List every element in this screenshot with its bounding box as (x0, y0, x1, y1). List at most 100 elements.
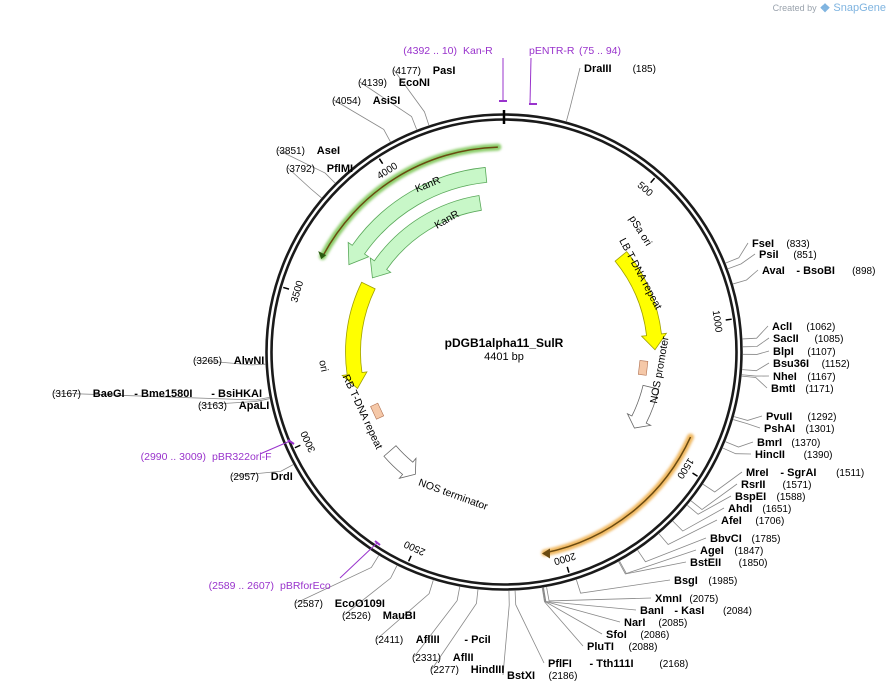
tick-label: 500 (635, 180, 655, 200)
primer-name: Kan-R (463, 45, 493, 57)
enzyme-position: (2526) (342, 611, 371, 622)
enzyme-name: BlpI (773, 346, 794, 358)
enzyme-name: BanI (640, 605, 664, 617)
enzyme-name: EcoO109I (335, 598, 385, 610)
enzyme-position: (1171) (805, 384, 833, 395)
enzyme-leader (702, 471, 743, 493)
enzyme-position: (1588) (777, 492, 806, 503)
enzyme-leader (53, 392, 270, 401)
enzyme-position: (851) (793, 250, 816, 261)
primer-range: (2990 .. 3009) (141, 451, 206, 463)
enzyme-name: AvaI (762, 265, 785, 277)
feature-arrow-nos-promoter (626, 384, 660, 429)
enzyme-name: PasI (433, 65, 456, 77)
primer-bar-pbr322 (287, 439, 295, 445)
enzyme-position: (2331) (412, 653, 441, 664)
enzyme-position: (1390) (804, 450, 833, 461)
feature-arrow-psa-ori (614, 251, 668, 351)
primer-leader (259, 440, 291, 455)
kanr-orf-arrowhead (318, 251, 327, 260)
enzyme-name: NarI (624, 617, 645, 629)
repeat-box (637, 360, 649, 376)
enzyme-name: AgeI (700, 545, 724, 557)
enzyme-position: (2086) (640, 630, 669, 641)
enzyme-name: MauBI (383, 610, 416, 622)
created-by-text: Created by (772, 3, 817, 13)
tick-label: 3500 (289, 279, 306, 304)
enzyme-position: (4054) (332, 96, 361, 107)
enzyme-position: (4177) (392, 66, 421, 77)
enzyme-position: (2085) (658, 618, 687, 629)
enzyme-leader (431, 589, 479, 670)
enzyme-name: BspEI (735, 491, 766, 503)
enzyme-leader (742, 362, 770, 372)
enzyme-position: (1847) (734, 546, 763, 557)
enzyme-leader (376, 580, 434, 640)
enzyme-name: HincII (755, 449, 785, 461)
orf-arc-glow (541, 433, 695, 557)
enzyme-name: PflFI (548, 658, 572, 670)
enzyme-name: HindIII (471, 664, 505, 676)
enzyme-leader (566, 67, 581, 122)
enzyme-leader (658, 519, 718, 546)
enzyme-name: BaeGI (93, 388, 125, 400)
enzyme-position: (2411) (375, 635, 403, 646)
tick-mark (566, 566, 570, 573)
feature-arrow-kanr (347, 167, 488, 266)
tick-label: 2500 (402, 538, 427, 557)
tick-mark (725, 318, 732, 321)
enzyme-leader (277, 149, 336, 184)
enzyme-leader (687, 495, 732, 515)
enzyme-position: (3265) (193, 356, 222, 367)
enzyme-leader (541, 587, 584, 647)
enzyme-position: (4139) (358, 78, 387, 89)
feature-label-nos-terminator: NOS terminator (417, 477, 490, 513)
enzyme-position: (2088) (629, 642, 658, 653)
enzyme-leader (725, 242, 749, 264)
enzyme-name: DraIII (584, 63, 612, 75)
enzyme-leader (199, 398, 270, 406)
kanr-orf-arc (321, 146, 498, 257)
primer-range: (2589 .. 2607) (209, 580, 274, 592)
enzyme-leader (359, 81, 418, 130)
enzyme-name: BstXI (507, 670, 535, 682)
enzyme-name: XmnI (655, 593, 682, 605)
enzyme-leader (618, 561, 687, 575)
primer-bar-pbrforeco (374, 540, 381, 546)
enzyme-position: (1292) (808, 412, 837, 423)
orf-arrowhead (541, 548, 550, 559)
enzyme-position: (1062) (806, 322, 835, 333)
primer-range: (4392 .. 10) (403, 45, 457, 57)
enzyme-position: (2277) (430, 665, 459, 676)
enzyme-leader (637, 537, 707, 563)
enzyme-leader (343, 565, 398, 616)
enzyme-name-alt: - BsiHKAI (211, 388, 262, 400)
enzyme-position: (1152) (822, 359, 850, 370)
enzyme-name: AseI (317, 145, 340, 157)
enzyme-name: BbvCI (710, 533, 742, 545)
enzyme-position: (1785) (752, 534, 781, 545)
enzyme-name-alt: - PciI (464, 634, 490, 646)
feature-arrow-ori (341, 281, 376, 390)
enzyme-position: (2075) (689, 594, 718, 605)
feature-label-ori: ori (316, 359, 330, 373)
primer-track (259, 57, 537, 579)
enzyme-position: (3851) (276, 146, 305, 157)
enzyme-name-alt: - SgrAI (780, 467, 816, 479)
enzyme-leader (393, 69, 430, 126)
enzyme-leader (542, 587, 603, 635)
snapgene-logo-icon: ❖ (819, 1, 831, 15)
enzyme-leader-lines (53, 67, 770, 676)
enzyme-leader (741, 375, 768, 389)
enzyme-position: (1706) (755, 516, 784, 527)
brand-name: SnapGene (833, 2, 886, 14)
tick-label: 3000 (299, 429, 318, 454)
enzyme-position: (2084) (723, 606, 752, 617)
plasmid-backbone (265, 110, 743, 591)
enzyme-name: AflII (453, 652, 474, 664)
repeat-box (370, 402, 385, 420)
enzyme-position: (2587) (294, 599, 323, 610)
tick-mark (650, 177, 656, 184)
primer-leader (529, 57, 532, 105)
